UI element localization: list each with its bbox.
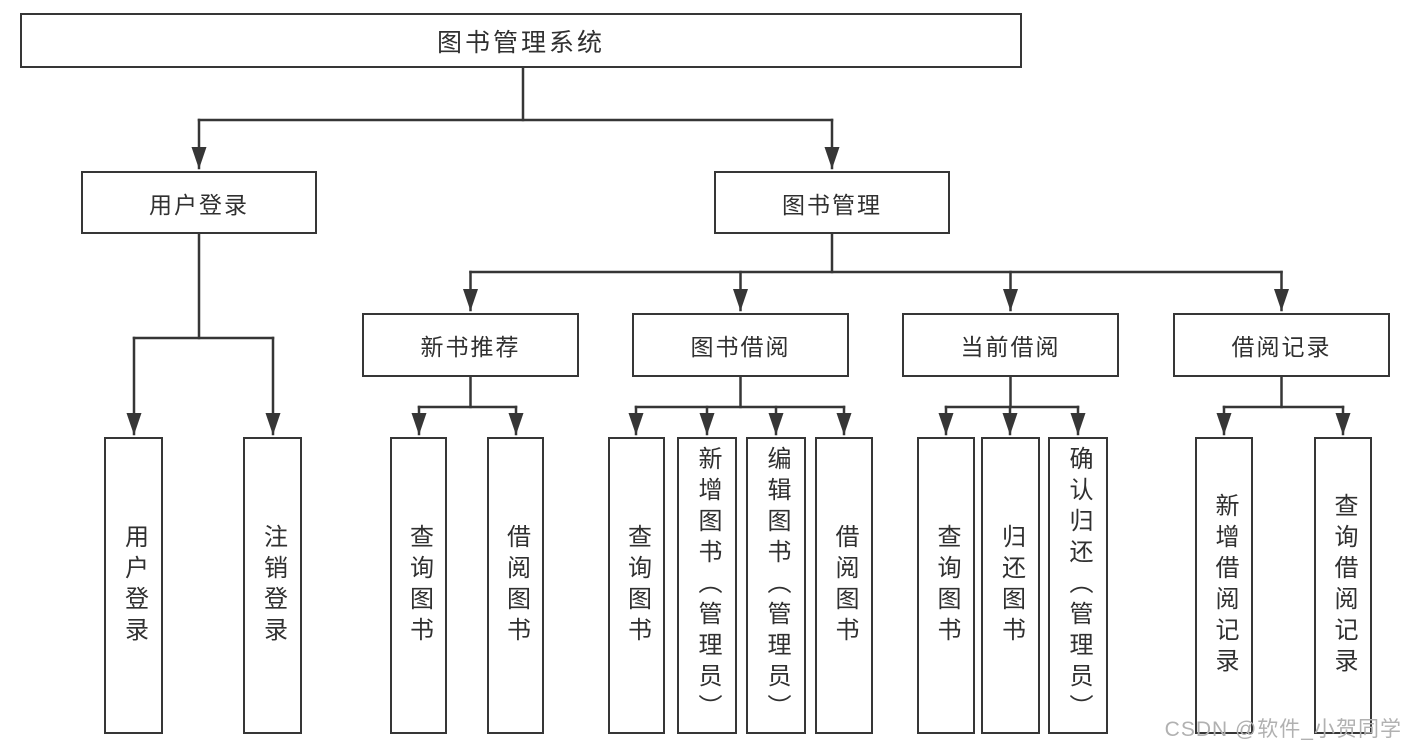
leaf-logout: 注销登录 <box>243 437 302 734</box>
connector-book-management-to-level3 <box>463 232 1289 312</box>
leaf-add-borrow-record: 新增借阅记录 <box>1195 437 1253 734</box>
node-current-borrowing-label: 当前借阅 <box>960 334 1061 360</box>
node-new-book-recommendation-label: 新书推荐 <box>420 334 521 360</box>
leaf-query-books-recommend: 查询图书 <box>390 437 447 734</box>
leaf-query-borrow-record-label: 查询借阅记录 <box>1330 492 1357 679</box>
connector-user-login-to-leaves <box>126 232 281 436</box>
node-book-management-system: 图书管理系统 <box>20 13 1022 68</box>
node-borrowing-records-label: 借阅记录 <box>1231 334 1332 360</box>
leaf-user-login-label: 用户登录 <box>120 523 148 648</box>
leaf-add-books-admin: 新增图书（管理员） <box>677 437 737 734</box>
node-book-borrowing: 图书借阅 <box>632 313 849 377</box>
leaf-return-books: 归还图书 <box>981 437 1040 734</box>
node-book-borrowing-label: 图书借阅 <box>690 334 791 360</box>
node-user-login: 用户登录 <box>81 171 317 234</box>
connector-borrowing-records-to-leaves <box>1216 375 1351 436</box>
node-new-book-recommendation: 新书推荐 <box>362 313 579 377</box>
connector-current-borrowing-to-leaves <box>938 375 1086 436</box>
node-borrowing-records: 借阅记录 <box>1173 313 1390 377</box>
leaf-borrow-books-borrowing: 借阅图书 <box>815 437 873 734</box>
node-user-login-label: 用户登录 <box>149 191 249 218</box>
leaf-query-books-borrowing: 查询图书 <box>608 437 665 734</box>
leaf-edit-books-admin-label: 编辑图书（管理员） <box>763 446 790 725</box>
leaf-query-books-recommend-label: 查询图书 <box>405 523 433 648</box>
leaf-edit-books-admin: 编辑图书（管理员） <box>746 437 806 734</box>
csdn-watermark: CSDN @软件_小贺同学 <box>1164 718 1402 741</box>
leaf-confirm-return-admin-label: 确认归还（管理员） <box>1065 446 1092 725</box>
leaf-query-books-current-label: 查询图书 <box>933 523 960 648</box>
connector-root-to-level2 <box>191 66 840 170</box>
leaf-borrow-books-recommend: 借阅图书 <box>487 437 544 734</box>
leaf-user-login: 用户登录 <box>104 437 163 734</box>
leaf-query-borrow-record: 查询借阅记录 <box>1314 437 1372 734</box>
leaf-return-books-label: 归还图书 <box>997 523 1025 648</box>
connector-book-borrowing-to-leaves <box>628 375 852 436</box>
leaf-query-books-borrowing-label: 查询图书 <box>623 523 651 648</box>
leaf-query-books-current: 查询图书 <box>917 437 975 734</box>
node-book-management: 图书管理 <box>714 171 950 234</box>
node-current-borrowing: 当前借阅 <box>902 313 1119 377</box>
leaf-logout-label: 注销登录 <box>259 523 287 648</box>
node-book-management-system-label: 图书管理系统 <box>436 28 605 57</box>
leaf-borrow-books-borrowing-label: 借阅图书 <box>831 523 858 648</box>
leaf-borrow-books-recommend-label: 借阅图书 <box>502 523 530 648</box>
connector-new-book-to-leaves <box>411 375 524 436</box>
leaf-add-borrow-record-label: 新增借阅记录 <box>1211 492 1238 679</box>
leaf-add-books-admin-label: 新增图书（管理员） <box>694 446 721 725</box>
leaf-confirm-return-admin: 确认归还（管理员） <box>1048 437 1108 734</box>
node-book-management-label: 图书管理 <box>782 191 882 218</box>
